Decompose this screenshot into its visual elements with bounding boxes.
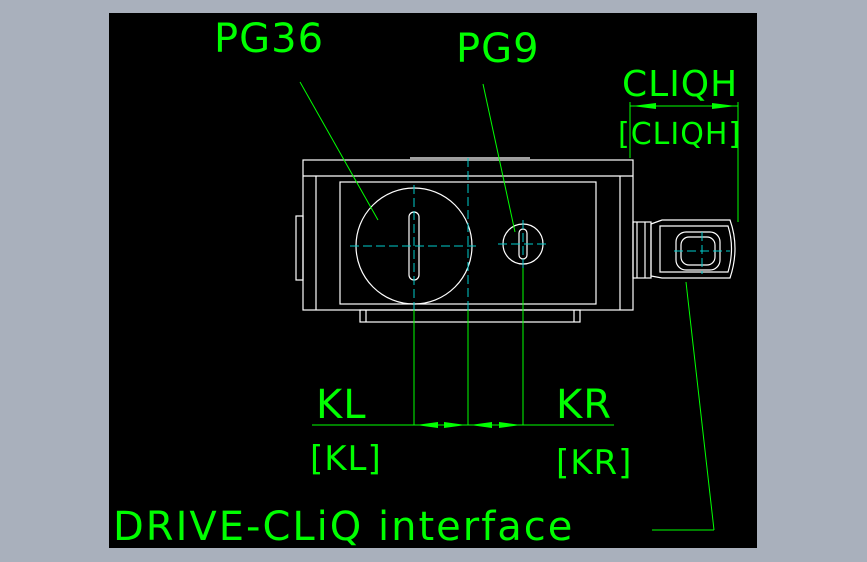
kl-bracket-label: [KL] [310,439,382,479]
pg9-label: PG9 [456,26,540,72]
kl-label: KL [316,382,367,428]
dimension-arrows [416,103,736,428]
drive-cliq-interface-label: DRIVE-CLiQ interface [113,504,574,548]
pg36-label: PG36 [214,16,324,62]
cad-viewport[interactable]: PG36 PG9 CLIQH [CLIQH] KL [KL] KR [KR] D… [109,13,757,548]
kr-bracket-label: [KR] [556,443,632,483]
centerlines [350,158,730,310]
cliqh-label: CLIQH [622,64,738,105]
cliqh-bracket-label: [CLIQH] [618,117,741,152]
technical-drawing: PG36 PG9 CLIQH [CLIQH] KL [KL] KR [KR] D… [113,16,741,548]
drive-cliq-connector [632,219,736,279]
kr-label: KR [556,382,612,428]
housing-outline [295,157,634,323]
